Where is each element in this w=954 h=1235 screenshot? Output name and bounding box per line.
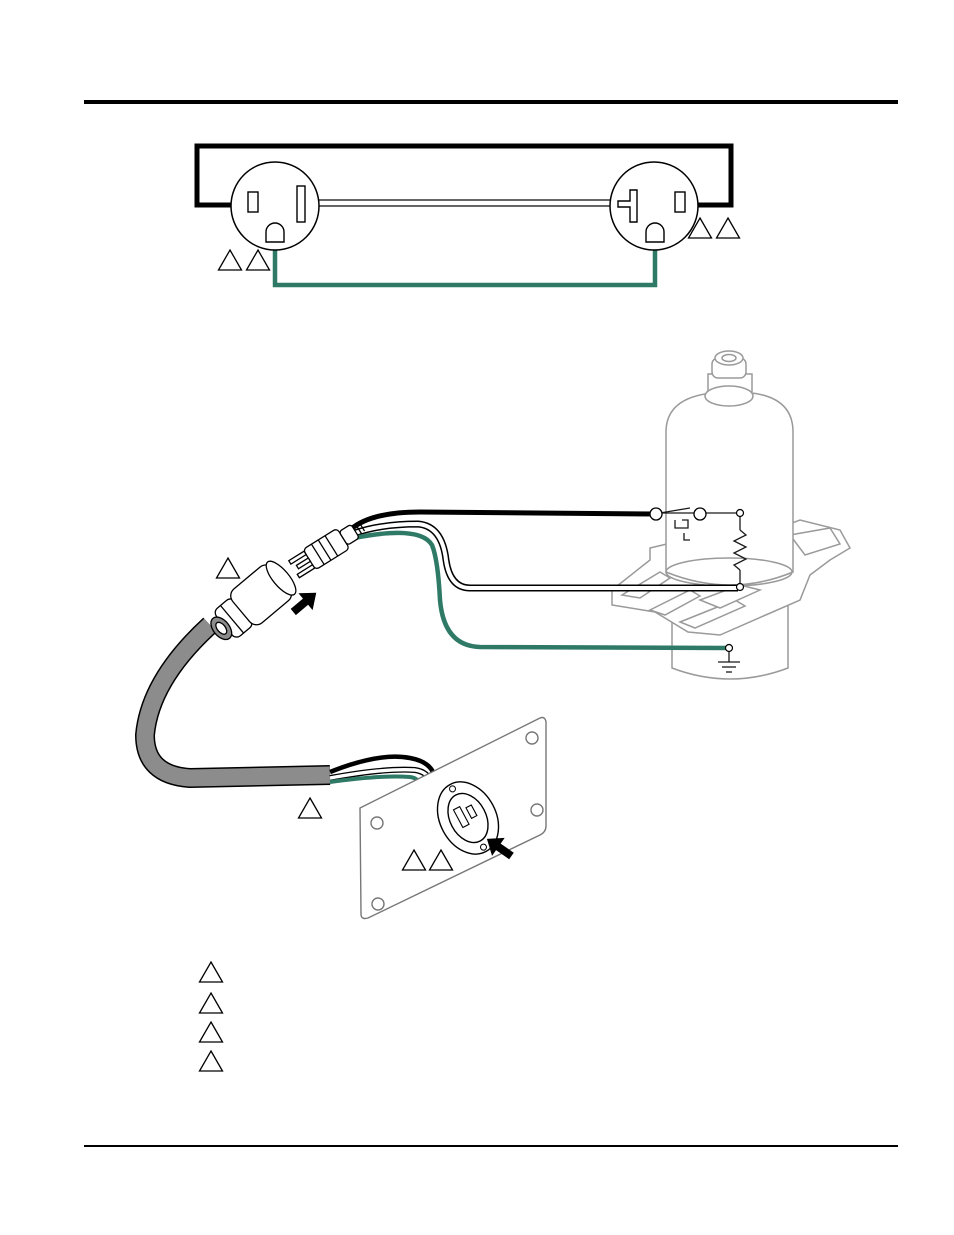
inlet-panel	[360, 718, 546, 919]
receptacle-schematic	[197, 146, 740, 285]
triangle-callout-icon	[200, 1022, 223, 1042]
cord-connector-sleeve	[201, 556, 301, 650]
triangle-callout-icon	[200, 993, 223, 1013]
triangle-callout-icon	[200, 962, 223, 982]
right-receptacle	[610, 162, 698, 250]
triangle-callout-icon	[717, 218, 740, 238]
neutral-wire	[312, 200, 624, 206]
triangle-callout-icon	[217, 558, 240, 578]
cord-plug	[288, 517, 369, 580]
extension-cord	[145, 625, 435, 790]
triangle-callout-icon	[219, 250, 242, 270]
triangle-callout-icon	[200, 1051, 223, 1071]
ground-wire	[275, 230, 655, 285]
triangle-callout-icon	[247, 250, 270, 270]
legend-callouts	[200, 962, 223, 1071]
left-receptacle	[231, 162, 319, 250]
triangle-callout-icon	[299, 798, 322, 818]
footer-rule	[84, 1145, 898, 1147]
